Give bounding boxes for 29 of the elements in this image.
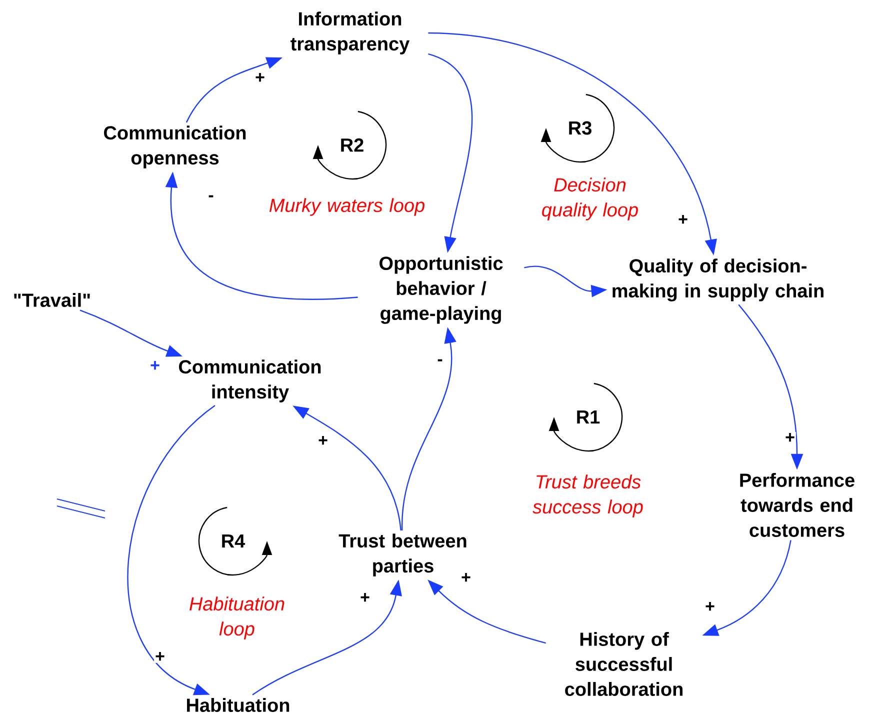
loop-id: R3 (569, 121, 592, 135)
polarity-sign: + (254, 72, 266, 84)
polarity-sign: + (784, 432, 796, 444)
variable-label: "Travail" (14, 293, 90, 307)
loop-id: R1 (577, 410, 600, 424)
loop-id: R2 (341, 138, 364, 152)
variable-label: Habituation (187, 698, 290, 712)
variable-label: History of successful collaboration (565, 632, 682, 696)
polarity-sign: + (677, 214, 689, 226)
polarity-sign: + (460, 572, 472, 584)
polarity-sign: + (704, 601, 716, 613)
loop-name: Trust breeds success loop (532, 474, 643, 518)
polarity-sign: + (359, 592, 371, 604)
polarity-sign: - (207, 194, 215, 202)
loop-name: Murky waters loop (269, 198, 424, 216)
polarity-sign: - (436, 358, 444, 366)
variable-label: Information transparency (290, 12, 410, 54)
variable-label: Communication openness (104, 126, 246, 168)
polarity-sign: + (149, 360, 161, 372)
variable-label: Opportunistic behavior / game-playing (380, 256, 503, 324)
arrow (128, 405, 216, 696)
loop-name: Habituation loop (190, 596, 284, 640)
polarity-sign: + (317, 435, 329, 447)
variable-label: Quality of decision-making in supply chain (612, 258, 824, 302)
polarity-sign: + (154, 651, 166, 663)
loop-id: R4 (222, 534, 246, 548)
loop-name: Decision quality loop (542, 178, 638, 220)
variable-label: Communication intensity (179, 360, 321, 402)
variable-label: Performance towards end customers (740, 473, 854, 537)
